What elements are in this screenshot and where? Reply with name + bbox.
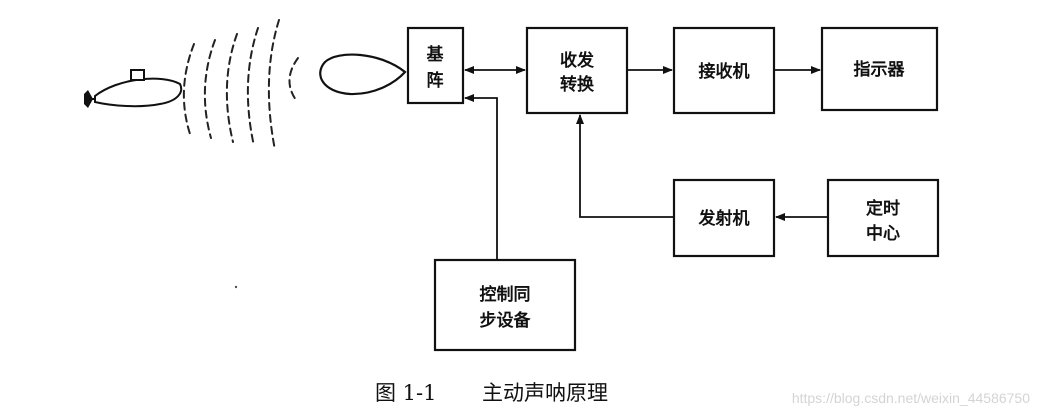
indicator-block <box>820 26 939 112</box>
receiver-block <box>672 26 776 115</box>
submarine-icon <box>84 69 183 108</box>
transmitter-block <box>672 178 776 258</box>
arrow-sync-array <box>464 94 498 260</box>
sync-control-label-line2: 步设备 <box>480 310 532 331</box>
figure-number: 图 1-1 <box>375 381 437 405</box>
array-block <box>406 26 465 105</box>
watermark-text: https://blog.csdn.net/weixin_44586750 <box>792 390 1030 406</box>
tr-switch-label-line2: 转换 <box>560 74 595 95</box>
timing-center-label-line1: 定时 <box>866 198 900 219</box>
timing-center-block <box>826 178 940 258</box>
timing-center-label-line2: 中心 <box>866 223 900 244</box>
figure-title: 主动声呐原理 <box>482 381 608 405</box>
scan-dot <box>234 285 238 289</box>
tr-switch-label-line1: 收发 <box>560 50 595 71</box>
sync-control-block <box>433 258 577 352</box>
arrow-transmitter-tr-switch <box>576 114 674 218</box>
array-label-line2: 阵 <box>427 70 444 91</box>
sync-control-label-line1: 控制同 <box>480 284 531 305</box>
beam-pattern-lobe <box>319 53 407 96</box>
transmitter-label: 发射机 <box>698 208 750 229</box>
sound-wave-fronts <box>182 19 299 151</box>
receiver-label: 接收机 <box>699 61 750 82</box>
indicator-label: 指示器 <box>854 59 906 80</box>
array-label-line1: 基 <box>426 44 445 65</box>
